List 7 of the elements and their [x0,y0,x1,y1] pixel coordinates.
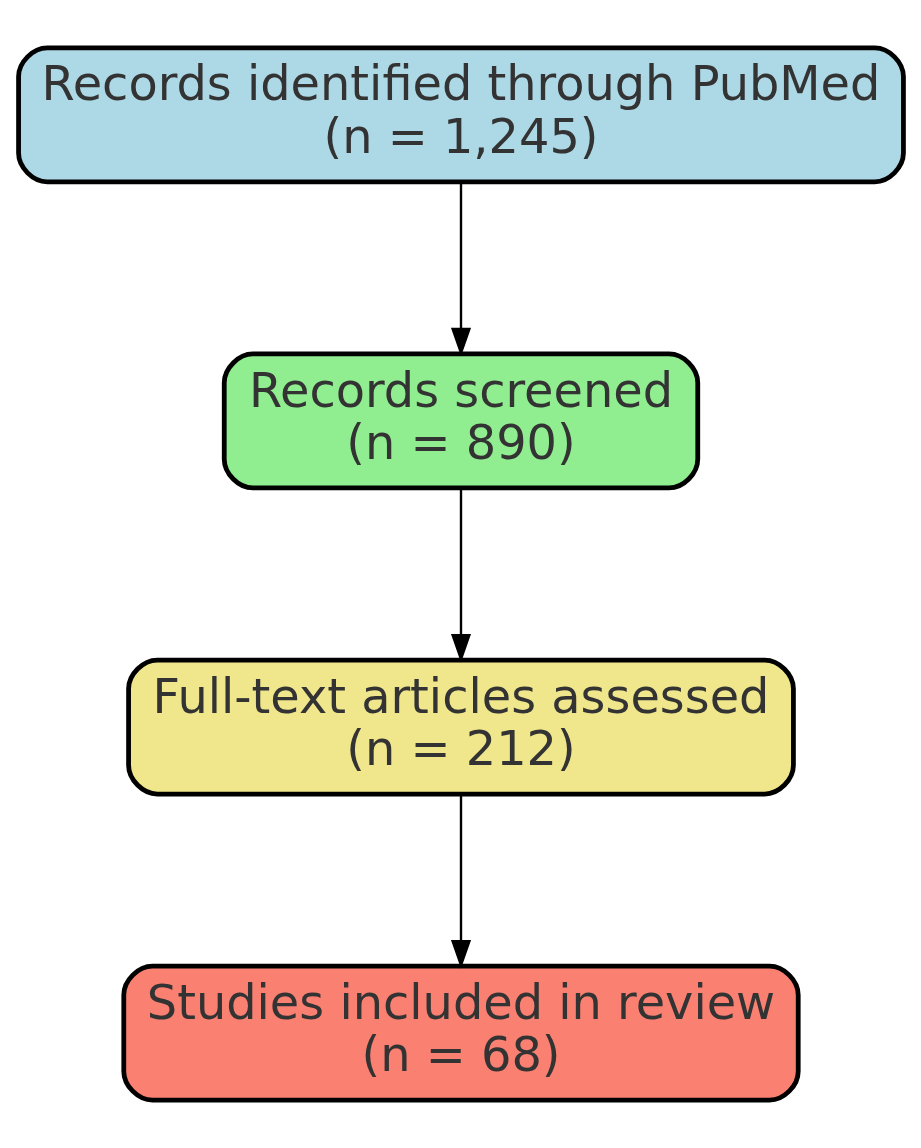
node-box: Studies included in review (n = 68) [120,963,801,1103]
arrow [450,181,471,357]
arrow [450,794,471,969]
node-box: Records screened (n = 890) [221,351,700,491]
node-box: Records identified through PubMed (n = 1,245) [15,45,906,185]
node-box: Full-text articles assessed (n = 212) [125,657,796,797]
arrow [450,488,471,663]
